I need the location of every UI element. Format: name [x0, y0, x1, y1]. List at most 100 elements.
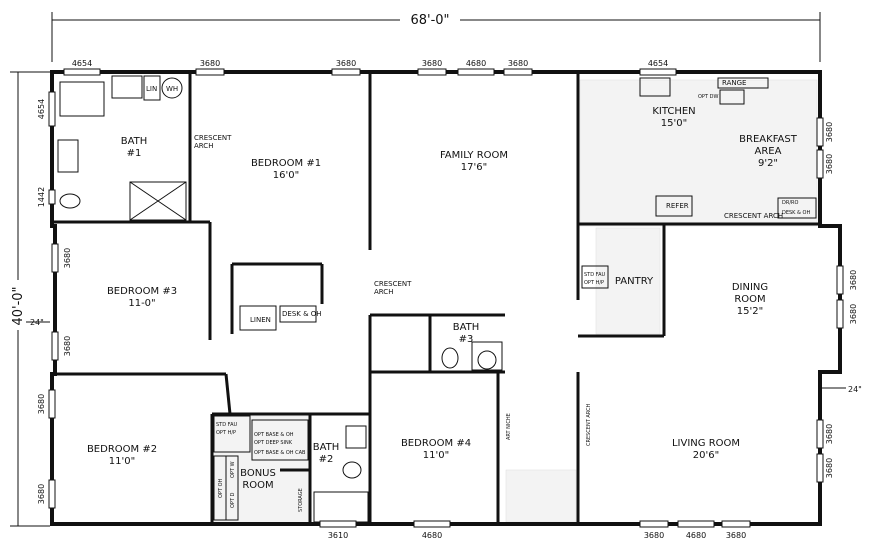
dryer-label: DR/RO [782, 200, 798, 206]
window-top-1: 4654 [72, 59, 92, 68]
desk-oh-kitchen-label: DESK & OH [782, 210, 810, 216]
exterior-walls [50, 70, 842, 526]
window-right-2: 3680 [825, 154, 834, 174]
room-bath-1: BATH #1 [121, 136, 148, 159]
overall-depth-dimension [10, 71, 846, 527]
breakfast-name-2: AREA [755, 146, 782, 157]
bath-2-name-1: BATH [313, 442, 340, 453]
crescent-arch-family-2: ARCH [374, 288, 393, 296]
room-breakfast: BREAKFAST AREA 9'2" [739, 134, 798, 169]
window-right-3: 3680 [849, 270, 858, 290]
range-label: RANGE [722, 79, 746, 87]
bath-3-name: BATH [453, 322, 480, 333]
window-left-5: 3680 [37, 394, 46, 414]
bedroom-1-size: 16'0" [273, 170, 299, 181]
window-left-1: 4654 [37, 99, 46, 119]
opt-base-cab-label: OPT BASE & OH CAB [254, 450, 306, 456]
crescent-arch-kitchen: CRESCENT ARCH [724, 212, 783, 220]
window-bottom-4: 4680 [686, 531, 706, 540]
bonus-name-2: ROOM [242, 480, 273, 491]
window-left-6: 3680 [37, 484, 46, 504]
dining-name-1: DINING [732, 282, 768, 293]
window-top-2: 3680 [200, 59, 220, 68]
right-offset-label: 24" [848, 385, 862, 394]
window-dimension-labels: 4654 3680 3680 3680 4680 3680 4654 4654 … [37, 59, 858, 540]
bedroom-1-name: BEDROOM #1 [251, 158, 321, 169]
window-right-6: 3680 [825, 458, 834, 478]
window-bottom-5: 3680 [726, 531, 746, 540]
overall-depth-label: 40'-0" [11, 286, 26, 325]
std-fau-pantry: STD FAU [584, 272, 606, 278]
opt-oh-label: OPT OH [218, 478, 224, 498]
bonus-name-1: BONUS [240, 468, 276, 479]
family-room-name: FAMILY ROOM [440, 150, 508, 161]
crescent-arch-bath1-1: CRESCENT [194, 134, 232, 142]
bedroom-3-size: 11-0" [128, 298, 155, 309]
window-right-5: 3680 [825, 424, 834, 444]
room-kitchen: KITCHEN 15'0" [652, 106, 695, 129]
living-room-name: LIVING ROOM [672, 438, 740, 449]
overall-width-label: 68'-0" [410, 13, 449, 28]
room-bath-3: BATH #3 [453, 322, 480, 345]
window-bottom-2: 4680 [422, 531, 442, 540]
window-top-6: 3680 [508, 59, 528, 68]
pantry-name: PANTRY [615, 276, 654, 287]
bedroom-3-name: BEDROOM #3 [107, 286, 177, 297]
wh-label: WH [166, 85, 178, 93]
breakfast-size: 9'2" [758, 158, 778, 169]
bedroom-4-size: 11'0" [423, 450, 449, 461]
room-dining: DINING ROOM 15'2" [732, 282, 768, 317]
opt-d-label: OPT D [230, 492, 236, 508]
opt-hp-bonus: OPT H/P [216, 430, 236, 436]
room-bedroom-3: BEDROOM #3 11-0" [107, 286, 177, 309]
opt-dw-label: OPT DW [698, 94, 718, 100]
opt-base-label: OPT BASE & OH [254, 432, 294, 438]
storage-label: STORAGE [298, 488, 304, 512]
window-right-4: 3680 [849, 304, 858, 324]
window-left-2: 1442 [37, 187, 46, 207]
room-bedroom-1: BEDROOM #1 16'0" [251, 158, 321, 181]
bath-3-size: #3 [459, 334, 474, 345]
room-pantry: PANTRY [615, 276, 654, 287]
opt-w-label: OPT W [230, 461, 236, 478]
family-room-size: 17'6" [461, 162, 487, 173]
bath-1-name: BATH [121, 136, 148, 147]
opt-hp-pantry: OPT H/P [584, 280, 604, 286]
room-bedroom-4: BEDROOM #4 11'0" [401, 438, 471, 461]
opt-deep-sink-label: OPT DEEP SINK [254, 440, 293, 446]
overall-width-dimension [51, 12, 821, 62]
room-bath-2: BATH #2 [313, 442, 340, 465]
room-living: LIVING ROOM 20'6" [672, 438, 740, 461]
crescent-arch-bath1-2: ARCH [194, 142, 213, 150]
crescent-arch-family-1: CRESCENT [374, 280, 412, 288]
bedroom-2-name: BEDROOM #2 [87, 444, 157, 455]
fixtures-outline [57, 75, 817, 523]
window-top-5: 4680 [466, 59, 486, 68]
dining-size: 15'2" [737, 306, 763, 317]
crescent-arch-living: CRESCENT ARCH [586, 404, 592, 446]
room-bedroom-2: BEDROOM #2 11'0" [87, 444, 157, 467]
dining-name-2: ROOM [734, 294, 765, 305]
window-marks [48, 68, 844, 528]
bath-1-size: #1 [127, 148, 142, 159]
bedroom-4-name: BEDROOM #4 [401, 438, 471, 449]
window-top-4: 3680 [422, 59, 442, 68]
window-left-4: 3680 [63, 336, 72, 356]
bedroom-2-size: 11'0" [109, 456, 135, 467]
linen-label: LINEN [250, 316, 271, 324]
interior-walls [54, 74, 818, 524]
room-family: FAMILY ROOM 17'6" [440, 150, 508, 173]
living-room-size: 20'6" [693, 450, 719, 461]
kitchen-name: KITCHEN [652, 106, 695, 117]
std-fau-bonus: STD FAU [216, 422, 238, 428]
lin-label: LIN [146, 85, 157, 93]
refer-label: REFER [666, 202, 689, 210]
window-top-7: 4654 [648, 59, 668, 68]
tile-areas [211, 79, 818, 525]
kitchen-size: 15'0" [661, 118, 687, 129]
annotations: LIN WH CRESCENT ARCH CRESCENT ARCH LINEN… [146, 79, 810, 512]
bath-2-name-2: #2 [319, 454, 334, 465]
window-top-3: 3680 [336, 59, 356, 68]
window-bottom-1: 3610 [328, 531, 348, 540]
